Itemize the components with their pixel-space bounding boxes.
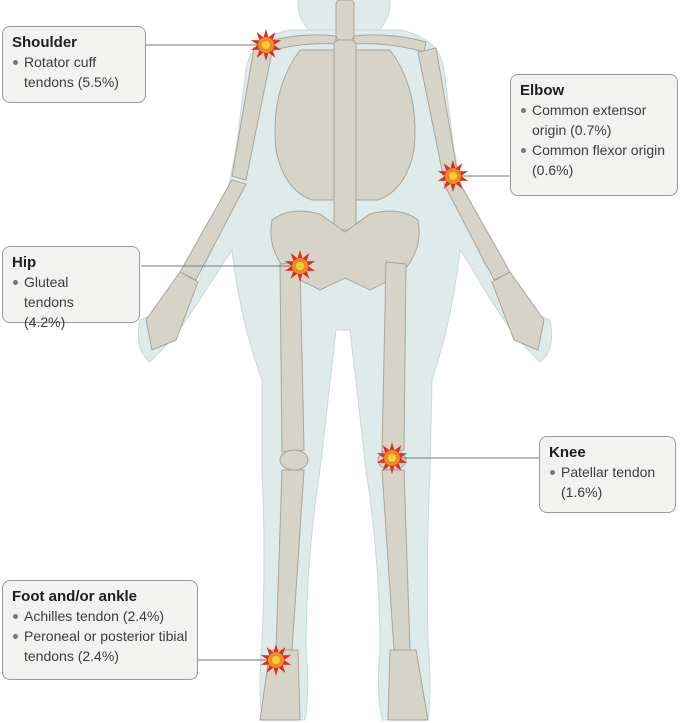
foot-starburst-marker-icon <box>260 644 292 676</box>
knee-callout-title: Knee <box>549 444 586 461</box>
elbow-starburst-marker-icon <box>437 160 469 192</box>
elbow-callout-item: Common flexor origin (0.6%) <box>520 140 668 180</box>
leader-lines <box>141 44 539 661</box>
knee-callout: Knee Patellar tendon (1.6%) <box>539 436 676 513</box>
shoulder-callout-item: Rotator cuff tendons (5.5%) <box>12 52 134 92</box>
hip-callout-title: Hip <box>12 254 37 271</box>
elbow-callout-item: Common extensor origin (0.7%) <box>520 100 668 140</box>
left-forearm <box>179 179 247 281</box>
right-hand <box>491 271 545 351</box>
shoulder-callout-list: Rotator cuff tendons (5.5%) <box>12 52 136 92</box>
elbow-callout-list: Common extensor origin (0.7%) Common fle… <box>520 100 668 180</box>
right-foot <box>387 649 429 721</box>
elbow-callout: Elbow Common extensor origin (0.7%) Comm… <box>510 74 678 196</box>
shoulder-starburst-marker-icon <box>250 29 282 61</box>
cervical-spine <box>335 0 355 41</box>
knee-callout-item: Patellar tendon (1.6%) <box>549 462 661 502</box>
hip-callout-item: Gluteal tendons (4.2%) <box>12 272 116 332</box>
hip-starburst-marker-icon <box>284 250 316 282</box>
elbow-callout-title: Elbow <box>520 82 565 99</box>
left-hand <box>145 271 199 351</box>
hip-callout-list: Gluteal tendons (4.2%) <box>12 272 130 332</box>
knee-starburst-marker-icon <box>376 442 408 474</box>
hip-callout: Hip Gluteal tendons (4.2%) <box>2 246 140 330</box>
left-patella <box>279 449 309 471</box>
foot-callout-title: Foot and/or ankle <box>12 588 138 605</box>
right-femur <box>381 261 407 453</box>
foot-callout: Foot and/or ankle Achilles tendon (2.4%)… <box>2 580 198 680</box>
left-femur <box>279 261 305 453</box>
markers <box>250 29 469 676</box>
skeleton <box>145 0 545 721</box>
foot-callout-item: Achilles tendon (2.4%) <box>12 606 188 626</box>
foot-callout-item: Peroneal or posterior tibial tendons (2.… <box>12 626 188 666</box>
shoulder-callout: Shoulder Rotator cuff tendons (5.5%) <box>2 26 146 103</box>
knee-callout-list: Patellar tendon (1.6%) <box>549 462 666 502</box>
lumbar-spine <box>333 39 357 231</box>
foot-callout-list: Achilles tendon (2.4%) Peroneal or poste… <box>12 606 188 666</box>
shoulder-callout-title: Shoulder <box>12 34 78 51</box>
